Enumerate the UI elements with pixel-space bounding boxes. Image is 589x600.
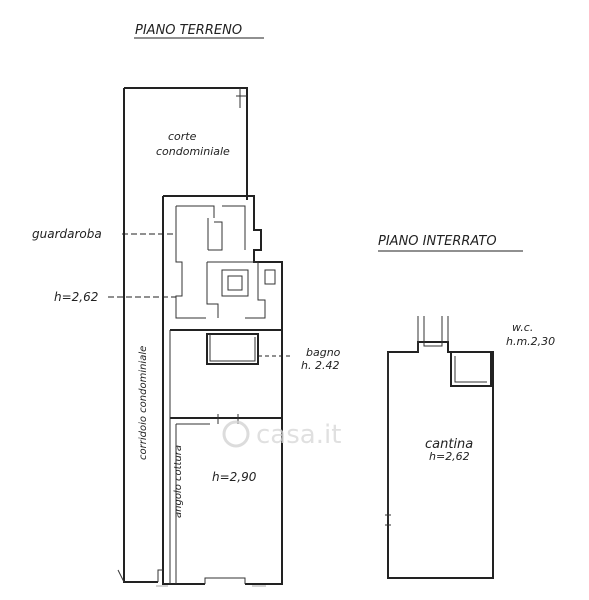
ground-floor-plan (117, 87, 283, 587)
bagno-walls (206, 261, 266, 319)
wc-room (450, 351, 492, 387)
corte-label-1: corte (168, 130, 197, 143)
cantina-label-1: cantina (425, 437, 473, 452)
cantina-label-2: h=2,62 (429, 450, 470, 463)
angolo-cottura-label: angolo cottura (173, 445, 184, 518)
bagno-label-1: bagno (306, 346, 341, 359)
apartment-outline (162, 195, 283, 585)
wardrobe-partition (175, 205, 246, 319)
wc-label-1: w.c. (512, 321, 533, 334)
height-room-label: h=2,90 (212, 470, 257, 484)
corte-label-2: condominiale (156, 145, 230, 158)
bagno-label-2: h. 2.42 (301, 359, 339, 372)
corridoio-label: corridoio condominiale (138, 346, 149, 460)
guardaroba-label: guardaroba (32, 227, 102, 241)
watermark-icon (222, 420, 250, 448)
watermark-text: casa.it (256, 420, 341, 450)
basement-title: PIANO INTERRATO (378, 234, 497, 249)
watermark-logo: casa.it (222, 420, 341, 450)
ground-floor-title: PIANO TERRENO (135, 23, 242, 38)
height-main-label: h=2,62 (54, 290, 98, 304)
bagno-room (206, 333, 259, 365)
wc-label-2: h.m.2,30 (506, 335, 555, 348)
basement-plan (385, 316, 494, 579)
